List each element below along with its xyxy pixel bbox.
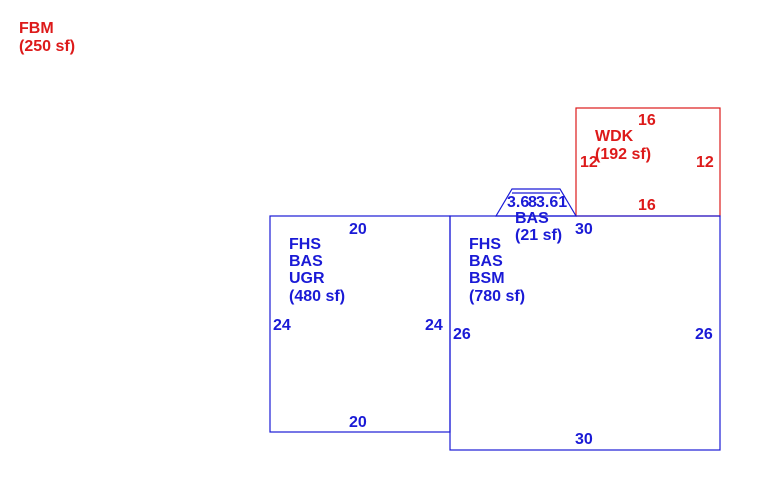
bay-area-label: (21 sf) bbox=[515, 227, 562, 244]
fbm-label-group: FBM (250 sf) bbox=[19, 20, 75, 55]
right-section-outline bbox=[449, 215, 721, 451]
left-line1: FHS bbox=[289, 236, 321, 253]
right-line2: BAS bbox=[469, 253, 503, 270]
left-area: (480 sf) bbox=[289, 288, 345, 305]
bay-code: BAS bbox=[515, 210, 549, 227]
left-dim-right: 24 bbox=[425, 317, 443, 334]
right-dim-left: 26 bbox=[453, 326, 471, 343]
left-line2: BAS bbox=[289, 253, 323, 270]
wdk-dim-bottom: 16 bbox=[638, 197, 656, 214]
left-dim-left: 24 bbox=[273, 317, 291, 334]
left-dim-top: 20 bbox=[349, 221, 367, 238]
right-dim-top: 30 bbox=[575, 221, 593, 238]
fbm-code: FBM bbox=[19, 20, 54, 37]
right-dim-right: 26 bbox=[695, 326, 713, 343]
right-section: 30 FHS BAS BSM (780 sf) 26 26 30 bbox=[449, 215, 721, 451]
wdk-area: 16 WDK (192 sf) 12 12 16 bbox=[575, 107, 721, 217]
right-line1: FHS bbox=[469, 236, 501, 253]
wdk-dim-right: 12 bbox=[696, 154, 714, 171]
wdk-dim-left: 12 bbox=[580, 154, 598, 171]
right-area: (780 sf) bbox=[469, 288, 525, 305]
wdk-code: WDK bbox=[595, 128, 634, 145]
right-line3: BSM bbox=[469, 270, 505, 287]
left-section: 20 FHS BAS UGR (480 sf) 24 24 20 bbox=[269, 215, 451, 433]
bay-dim-c: 3.61 bbox=[536, 194, 567, 211]
left-line3: UGR bbox=[289, 270, 325, 287]
left-dim-bottom: 20 bbox=[349, 414, 367, 431]
right-dim-bottom: 30 bbox=[575, 431, 593, 448]
fbm-area: (250 sf) bbox=[19, 38, 75, 55]
bay-dim-b: 8 bbox=[528, 194, 537, 211]
wdk-dim-top: 16 bbox=[638, 112, 656, 129]
wdk-area-label: (192 sf) bbox=[595, 146, 651, 163]
bay-dim-a: 3.6 bbox=[507, 194, 529, 211]
